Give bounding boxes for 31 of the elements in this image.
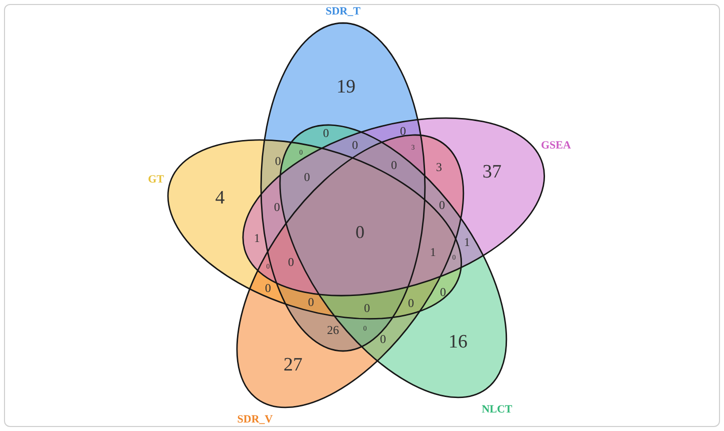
count-label: 1 [464, 236, 470, 248]
count-label: 0 [304, 171, 310, 183]
count-label: 27 [283, 355, 302, 374]
set-label: SDR_T [326, 6, 360, 18]
count-label: 0 [275, 155, 281, 167]
count-label: 0 [364, 302, 370, 314]
count-label: 0 [265, 282, 271, 294]
count-label: 19 [336, 78, 356, 96]
count-label: 0 [380, 333, 386, 345]
count-label: 0 [288, 256, 294, 268]
count-label: 0 [356, 223, 364, 241]
count-label: 1 [430, 246, 436, 258]
count-label: 0 [439, 199, 445, 211]
set-label: GT [148, 174, 164, 186]
count-label: 0 [408, 297, 414, 309]
count-label: 0 [400, 125, 406, 137]
set-label: GSEA [541, 140, 571, 152]
count-label: 0 [308, 296, 314, 308]
count-label: 0 [274, 201, 280, 213]
count-label: 1 [254, 232, 260, 244]
count-label: 4 [215, 188, 225, 208]
count-label: 26 [327, 324, 339, 336]
count-label: 3 [436, 161, 442, 173]
set-label: NLCT [482, 404, 512, 416]
count-label: 0 [352, 139, 358, 151]
count-label: 16 [448, 332, 468, 352]
set-label: SDR_V [237, 414, 273, 426]
count-label: 0 [440, 286, 446, 298]
count-label: 37 [482, 162, 502, 182]
count-label: 0 [391, 159, 397, 171]
count-label: 0 [323, 127, 329, 139]
